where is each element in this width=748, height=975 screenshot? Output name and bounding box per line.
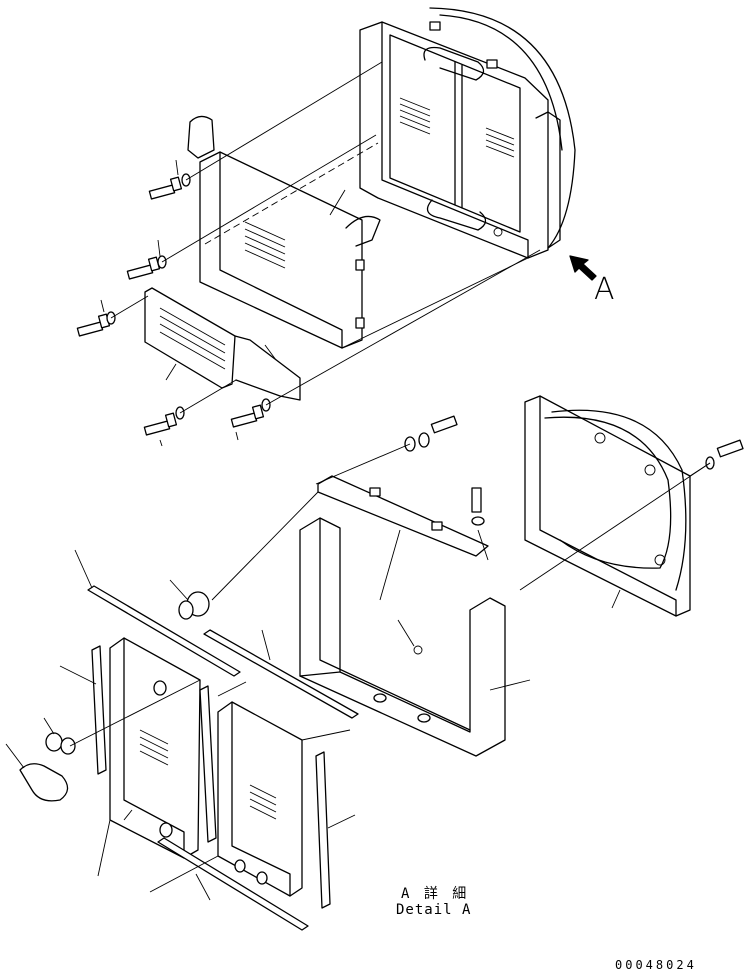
detail-main-frame (299, 517, 506, 757)
detail-seal-strips (87, 585, 359, 931)
view-a-arrow-icon (569, 255, 597, 281)
detail-top-bolts (404, 415, 485, 526)
top-dashed-alignment (204, 142, 379, 245)
top-bolts-and-washers (76, 173, 271, 436)
detail-hose-and-clamps (19, 732, 76, 802)
top-leader-lines (100, 61, 541, 447)
detail-leader-lines (5, 443, 711, 901)
view-a-label: A (594, 272, 615, 307)
top-oil-cooler (144, 287, 301, 401)
detail-caption-english: Detail A (396, 902, 472, 918)
detail-caption-japanese: A 詳 細 (401, 886, 470, 902)
detail-fan-shroud (524, 395, 691, 617)
detail-mount-bushing (178, 591, 210, 620)
detail-top-plate (317, 475, 489, 557)
detail-left-radiator (109, 637, 201, 859)
detail-right-radiator (217, 701, 303, 897)
top-intercooler-core (187, 115, 381, 349)
drawing-number: 00048024 (615, 958, 697, 972)
top-radiator-frame-assembly (359, 7, 576, 259)
